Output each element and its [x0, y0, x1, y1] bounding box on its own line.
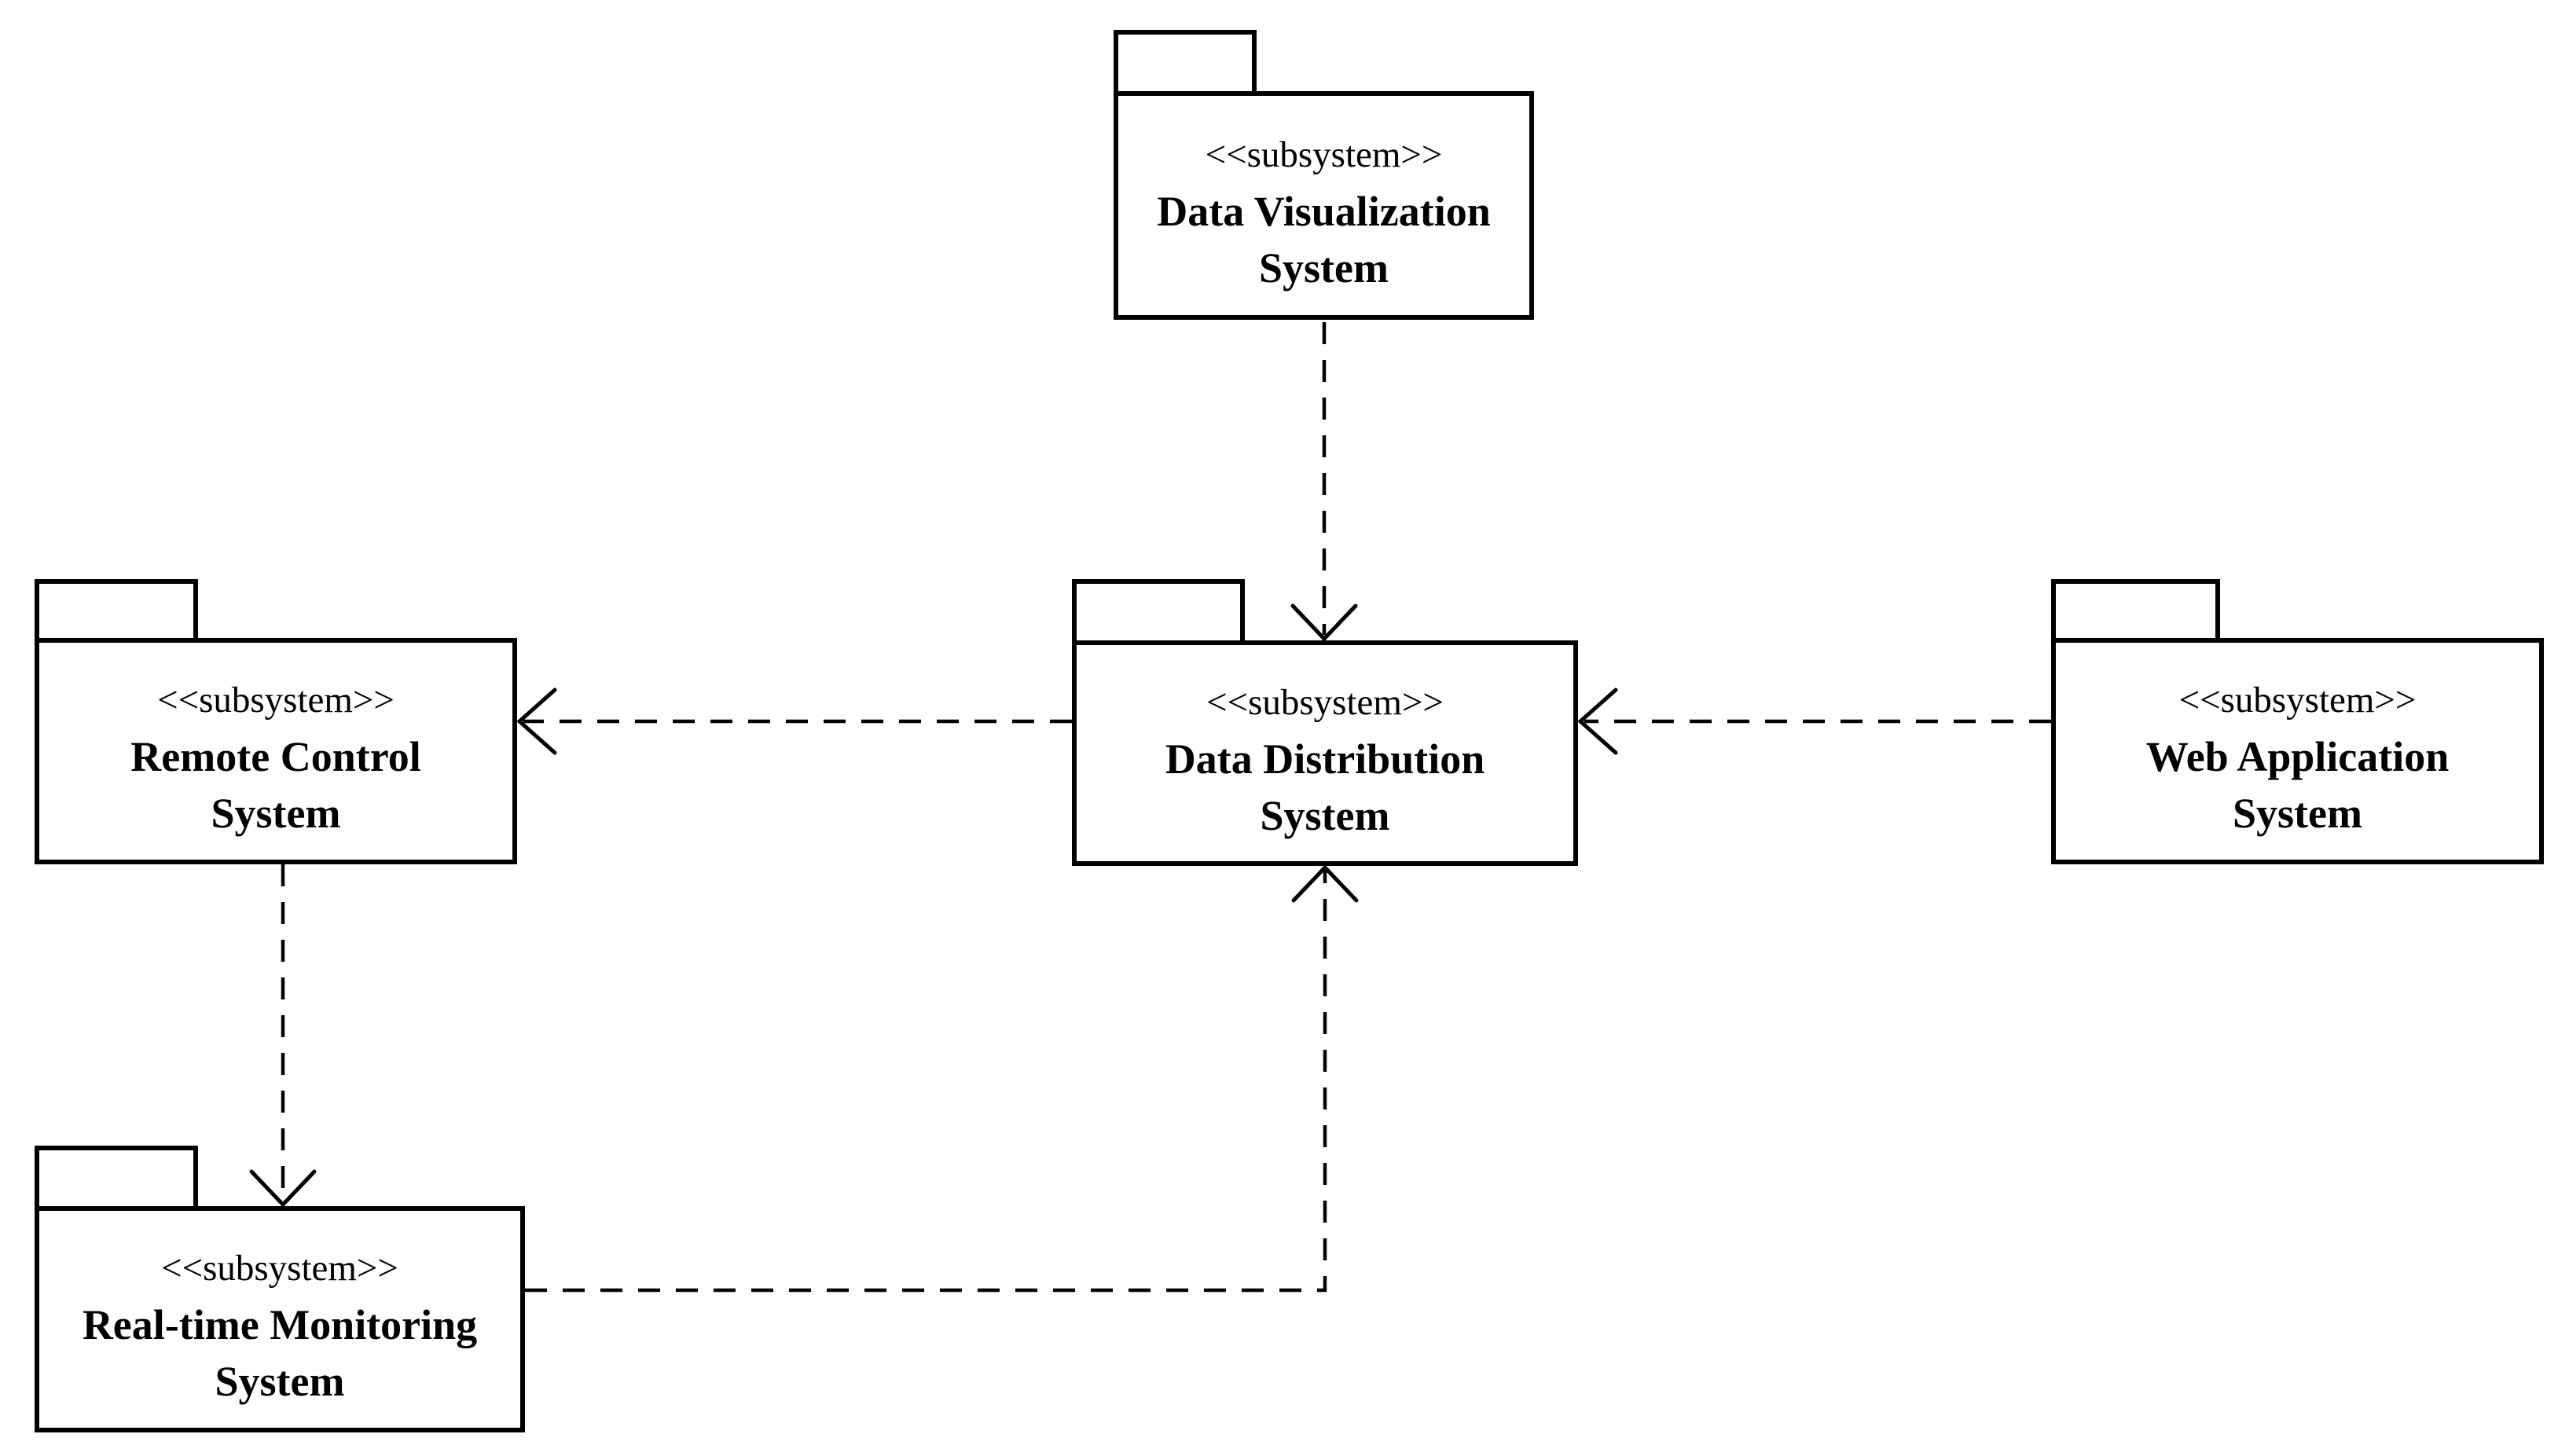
package-name-line-2: System — [2233, 790, 2362, 837]
package-tab — [1114, 30, 1257, 96]
package-name-line-2: System — [1260, 791, 1390, 839]
open-arrowhead-left-icon — [516, 688, 557, 755]
open-arrowhead-down-icon — [1290, 603, 1358, 642]
package-name-line-2: System — [215, 1358, 345, 1405]
package-tab — [1072, 579, 1245, 645]
open-arrowhead-down-icon — [249, 1169, 317, 1208]
dependency-distribution-to-remote-control — [516, 688, 1072, 755]
dashed-line — [525, 871, 1327, 1293]
open-arrowhead-left-icon — [1577, 688, 1618, 755]
package-name-line-2: System — [211, 790, 341, 837]
stereotype-label: <<subsystem>> — [1206, 681, 1444, 723]
package-tab — [35, 1146, 198, 1211]
stereotype-label: <<subsystem>> — [157, 680, 395, 721]
dependency-remote-control-to-monitoring — [249, 864, 317, 1208]
dependency-visualization-to-distribution — [1290, 322, 1358, 642]
dependency-monitoring-to-distribution — [525, 864, 1359, 1293]
package-name-line-1: Web Application — [2145, 733, 2450, 780]
package-tab — [35, 579, 198, 643]
package-name-line-1: Data Distribution — [1165, 735, 1485, 783]
stereotype-label: <<subsystem>> — [1205, 134, 1443, 175]
package-body: <<subsystem>> Real-time Monitoring Syste… — [35, 1206, 525, 1432]
package-name-line-1: Real-time Monitoring — [82, 1301, 478, 1348]
package-name-line-2: System — [1259, 244, 1389, 292]
package-body: <<subsystem>> Data Distribution System — [1072, 640, 1578, 866]
package-body: <<subsystem>> Remote Control System — [35, 638, 517, 864]
dependency-web-application-to-distribution — [1577, 688, 2051, 755]
package-tab — [2051, 579, 2220, 643]
open-arrowhead-up-icon — [1291, 864, 1359, 903]
stereotype-label: <<subsystem>> — [161, 1248, 398, 1289]
package-body: <<subsystem>> Web Application System — [2051, 638, 2544, 864]
package-name-line-1: Remote Control — [130, 733, 421, 780]
package-name-line-1: Data Visualization — [1157, 187, 1491, 235]
package-body: <<subsystem>> Data Visualization System — [1114, 91, 1534, 320]
stereotype-label: <<subsystem>> — [2178, 680, 2417, 721]
